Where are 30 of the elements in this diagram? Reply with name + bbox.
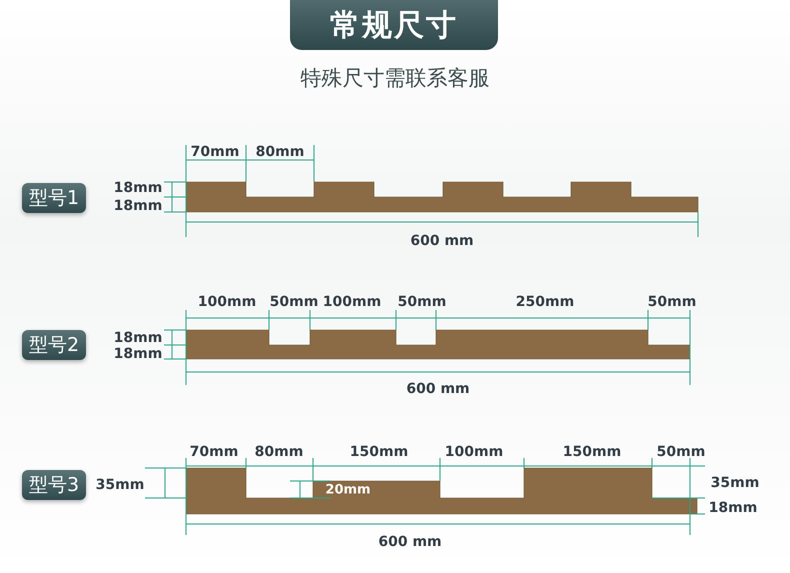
dimension-label: 600 mm [406, 381, 470, 397]
model-badge: 型号3 [22, 470, 86, 500]
dimension-label: 35mm [710, 475, 760, 491]
dimension-label: 100mm [198, 294, 256, 310]
dimension-label: 18mm [114, 346, 162, 362]
model-badge: 型号1 [22, 183, 86, 213]
dimension-label: 80mm [256, 144, 304, 160]
dimension-label: 18mm [114, 180, 162, 196]
dimension-label: 600 mm [410, 233, 474, 249]
dimension-label: 35mm [96, 477, 144, 493]
dimension-label: 18mm [708, 500, 758, 516]
dimension-label: 150mm [350, 444, 408, 460]
dimension-label: 50mm [648, 294, 696, 310]
dimension-label: 18mm [114, 330, 162, 346]
dimension-label: 70mm [190, 144, 240, 160]
dimension-label: 100mm [444, 444, 504, 460]
model-badge: 型号2 [22, 330, 86, 360]
dimension-label: 600 mm [378, 534, 442, 550]
dimension-label: 20mm [325, 482, 371, 498]
title-banner: 常规尺寸 [290, 0, 498, 50]
dimension-label: 18mm [114, 198, 162, 214]
dimension-label: 100mm [322, 294, 382, 310]
dimension-label: 70mm [190, 444, 238, 460]
dimension-label: 50mm [398, 294, 446, 310]
dimension-label: 50mm [656, 444, 706, 460]
dimension-label: 50mm [270, 294, 318, 310]
dimension-label: 150mm [562, 444, 622, 460]
subtitle: 特殊尺寸需联系客服 [300, 65, 490, 92]
dimension-label: 80mm [254, 444, 304, 460]
dimension-label: 250mm [516, 294, 574, 310]
